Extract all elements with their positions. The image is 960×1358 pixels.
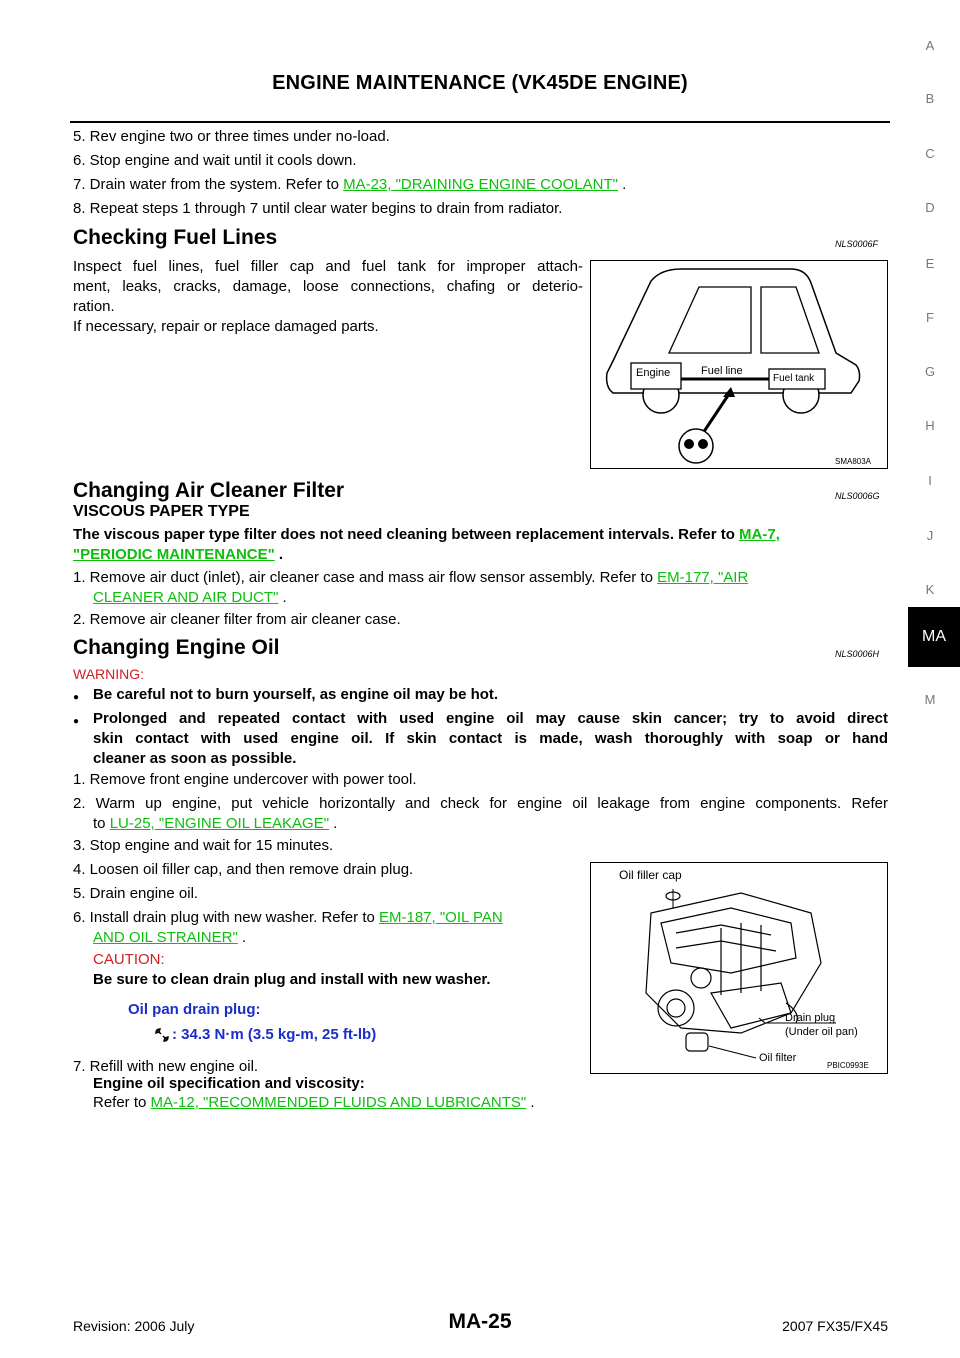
section-title-engine-oil: Changing Engine Oil <box>73 636 280 659</box>
figure-fuel-line-diagram: Engine Fuel line Fuel tank SMA803A <box>590 260 888 469</box>
tab-k[interactable]: K <box>925 582 935 597</box>
page-header-title: ENGINE MAINTENANCE (VK45DE ENGINE) <box>272 72 688 94</box>
tab-e[interactable]: E <box>925 256 935 271</box>
link-em-187[interactable]: EM-187, "OIL PAN <box>379 909 503 926</box>
bullet-icon: ● <box>73 692 80 703</box>
caution-text: Be sure to clean drain plug and install … <box>93 971 491 988</box>
fuel-lines-text-1: Inspect fuel lines, fuel filler cap and … <box>73 258 583 275</box>
step-8-repeat: 8. Repeat steps 1 through 7 until clear … <box>73 200 563 217</box>
tab-j[interactable]: J <box>926 528 934 543</box>
air-cleaner-step-2: 2. Remove air cleaner filter from air cl… <box>73 611 401 628</box>
tab-c[interactable]: C <box>925 146 935 161</box>
oil-step-6: 6. Install drain plug with new washer. R… <box>73 909 503 946</box>
bullet-icon: ● <box>73 716 80 727</box>
tab-b[interactable]: B <box>925 91 935 106</box>
link-ma-12[interactable]: MA-12, "RECOMMENDED FLUIDS AND LUBRICANT… <box>150 1094 527 1111</box>
tab-d[interactable]: D <box>925 200 935 215</box>
label-fuel-tank: Fuel tank <box>773 373 815 384</box>
subtitle-viscous-paper-type: VISCOUS PAPER TYPE <box>73 503 250 520</box>
tab-a[interactable]: A <box>925 38 935 53</box>
warning-item-burn: ● Be careful not to burn yourself, as en… <box>73 685 888 705</box>
oil-step-3: 3. Stop engine and wait for 15 minutes. <box>73 837 334 854</box>
link-periodic-maintenance[interactable]: "PERIODIC MAINTENANCE" <box>73 546 275 563</box>
label-oil-filter: Oil filter <box>759 1052 797 1064</box>
section-title-air-cleaner: Changing Air Cleaner Filter <box>73 479 345 502</box>
tab-ma-active[interactable]: MA <box>908 607 960 667</box>
header-rule <box>70 121 890 123</box>
label-engine: Engine <box>636 367 671 379</box>
footer-revision: Revision: 2006 July <box>73 1318 195 1334</box>
tab-g[interactable]: G <box>924 364 936 379</box>
fuel-lines-text-3: ration. <box>73 298 115 315</box>
fuel-lines-text-4: If necessary, repair or replace damaged … <box>73 318 379 335</box>
link-lu-25[interactable]: LU-25, "ENGINE OIL LEAKAGE" <box>109 815 330 832</box>
engine-illustration <box>645 889 836 1059</box>
oil-step-7: 7. Refill with new engine oil. <box>73 1058 259 1075</box>
figure-id-pbic0993e: PBIC0993E <box>827 1061 869 1070</box>
footer-model: 2007 FX35/FX45 <box>782 1318 888 1334</box>
section-title-fuel-lines: Checking Fuel Lines <box>73 226 278 249</box>
step-5-rev-engine: 5. Rev engine two or three times under n… <box>73 128 390 145</box>
section-code-engine-oil: NLS0006H <box>835 649 880 659</box>
warning-item-skin: ● Prolonged and repeated contact with us… <box>73 710 888 767</box>
caution-label: CAUTION: <box>93 951 165 968</box>
label-fuel-line: Fuel line <box>701 365 743 377</box>
figure-id-sma803a: SMA803A <box>835 457 872 466</box>
tab-f[interactable]: F <box>926 310 934 325</box>
figure-engine-oil-diagram: Oil filler cap Drain plug (Under oil pan… <box>590 862 888 1074</box>
air-cleaner-step-1: 1. Remove air duct (inlet), air cleaner … <box>73 569 749 606</box>
link-em-177[interactable]: EM-177, "AIR <box>657 569 749 586</box>
section-code-fuel-lines: NLS0006F <box>835 239 879 249</box>
label-oil-filler-cap: Oil filler cap <box>619 868 682 882</box>
oil-step-1: 1. Remove front engine undercover with p… <box>73 771 417 788</box>
link-air-cleaner-duct[interactable]: CLEANER AND AIR DUCT" <box>93 589 279 606</box>
oil-step-2: 2. Warm up engine, put vehicle horizonta… <box>73 795 888 812</box>
step-7-drain-water: 7. Drain water from the system. Refer to… <box>73 176 627 193</box>
label-under-oil-pan: (Under oil pan) <box>785 1026 858 1038</box>
step-6-stop-engine: 6. Stop engine and wait until it cools d… <box>73 152 357 169</box>
fuel-lines-text-2: ment, leaks, cracks, damage, loose conne… <box>73 278 583 295</box>
torque-label: Oil pan drain plug: <box>128 1001 261 1018</box>
air-cleaner-note: The viscous paper type filter does not n… <box>73 526 780 563</box>
link-ma-7[interactable]: MA-7, <box>739 526 780 543</box>
section-index-tabs: A B C D E F G H I J K MA M <box>900 0 960 1358</box>
car-illustration <box>605 268 861 464</box>
oil-spec-ref: Refer to MA-12, "RECOMMENDED FLUIDS AND … <box>93 1094 535 1111</box>
tab-i[interactable]: I <box>928 473 932 488</box>
label-drain-plug: Drain plug <box>785 1012 836 1024</box>
oil-step-5: 5. Drain engine oil. <box>73 885 199 902</box>
torque-value: : 34.3 N·m (3.5 kg-m, 25 ft-lb) <box>172 1026 377 1043</box>
oil-spec-label: Engine oil specification and viscosity: <box>93 1075 365 1092</box>
tab-h[interactable]: H <box>925 418 935 433</box>
link-draining-coolant[interactable]: MA-23, "DRAINING ENGINE COOLANT" <box>343 176 618 193</box>
oil-step-2-ref: to LU-25, "ENGINE OIL LEAKAGE" . <box>93 815 338 832</box>
footer-page-number: MA-25 <box>448 1310 512 1333</box>
oil-step-4: 4. Loosen oil filler cap, and then remov… <box>73 861 414 878</box>
section-code-air-cleaner: NLS0006G <box>835 491 880 501</box>
torque-wrench-icon <box>154 1027 170 1048</box>
tab-m[interactable]: M <box>924 692 936 707</box>
warning-label: WARNING: <box>73 666 145 682</box>
link-oil-pan-strainer[interactable]: AND OIL STRAINER" <box>93 929 238 946</box>
